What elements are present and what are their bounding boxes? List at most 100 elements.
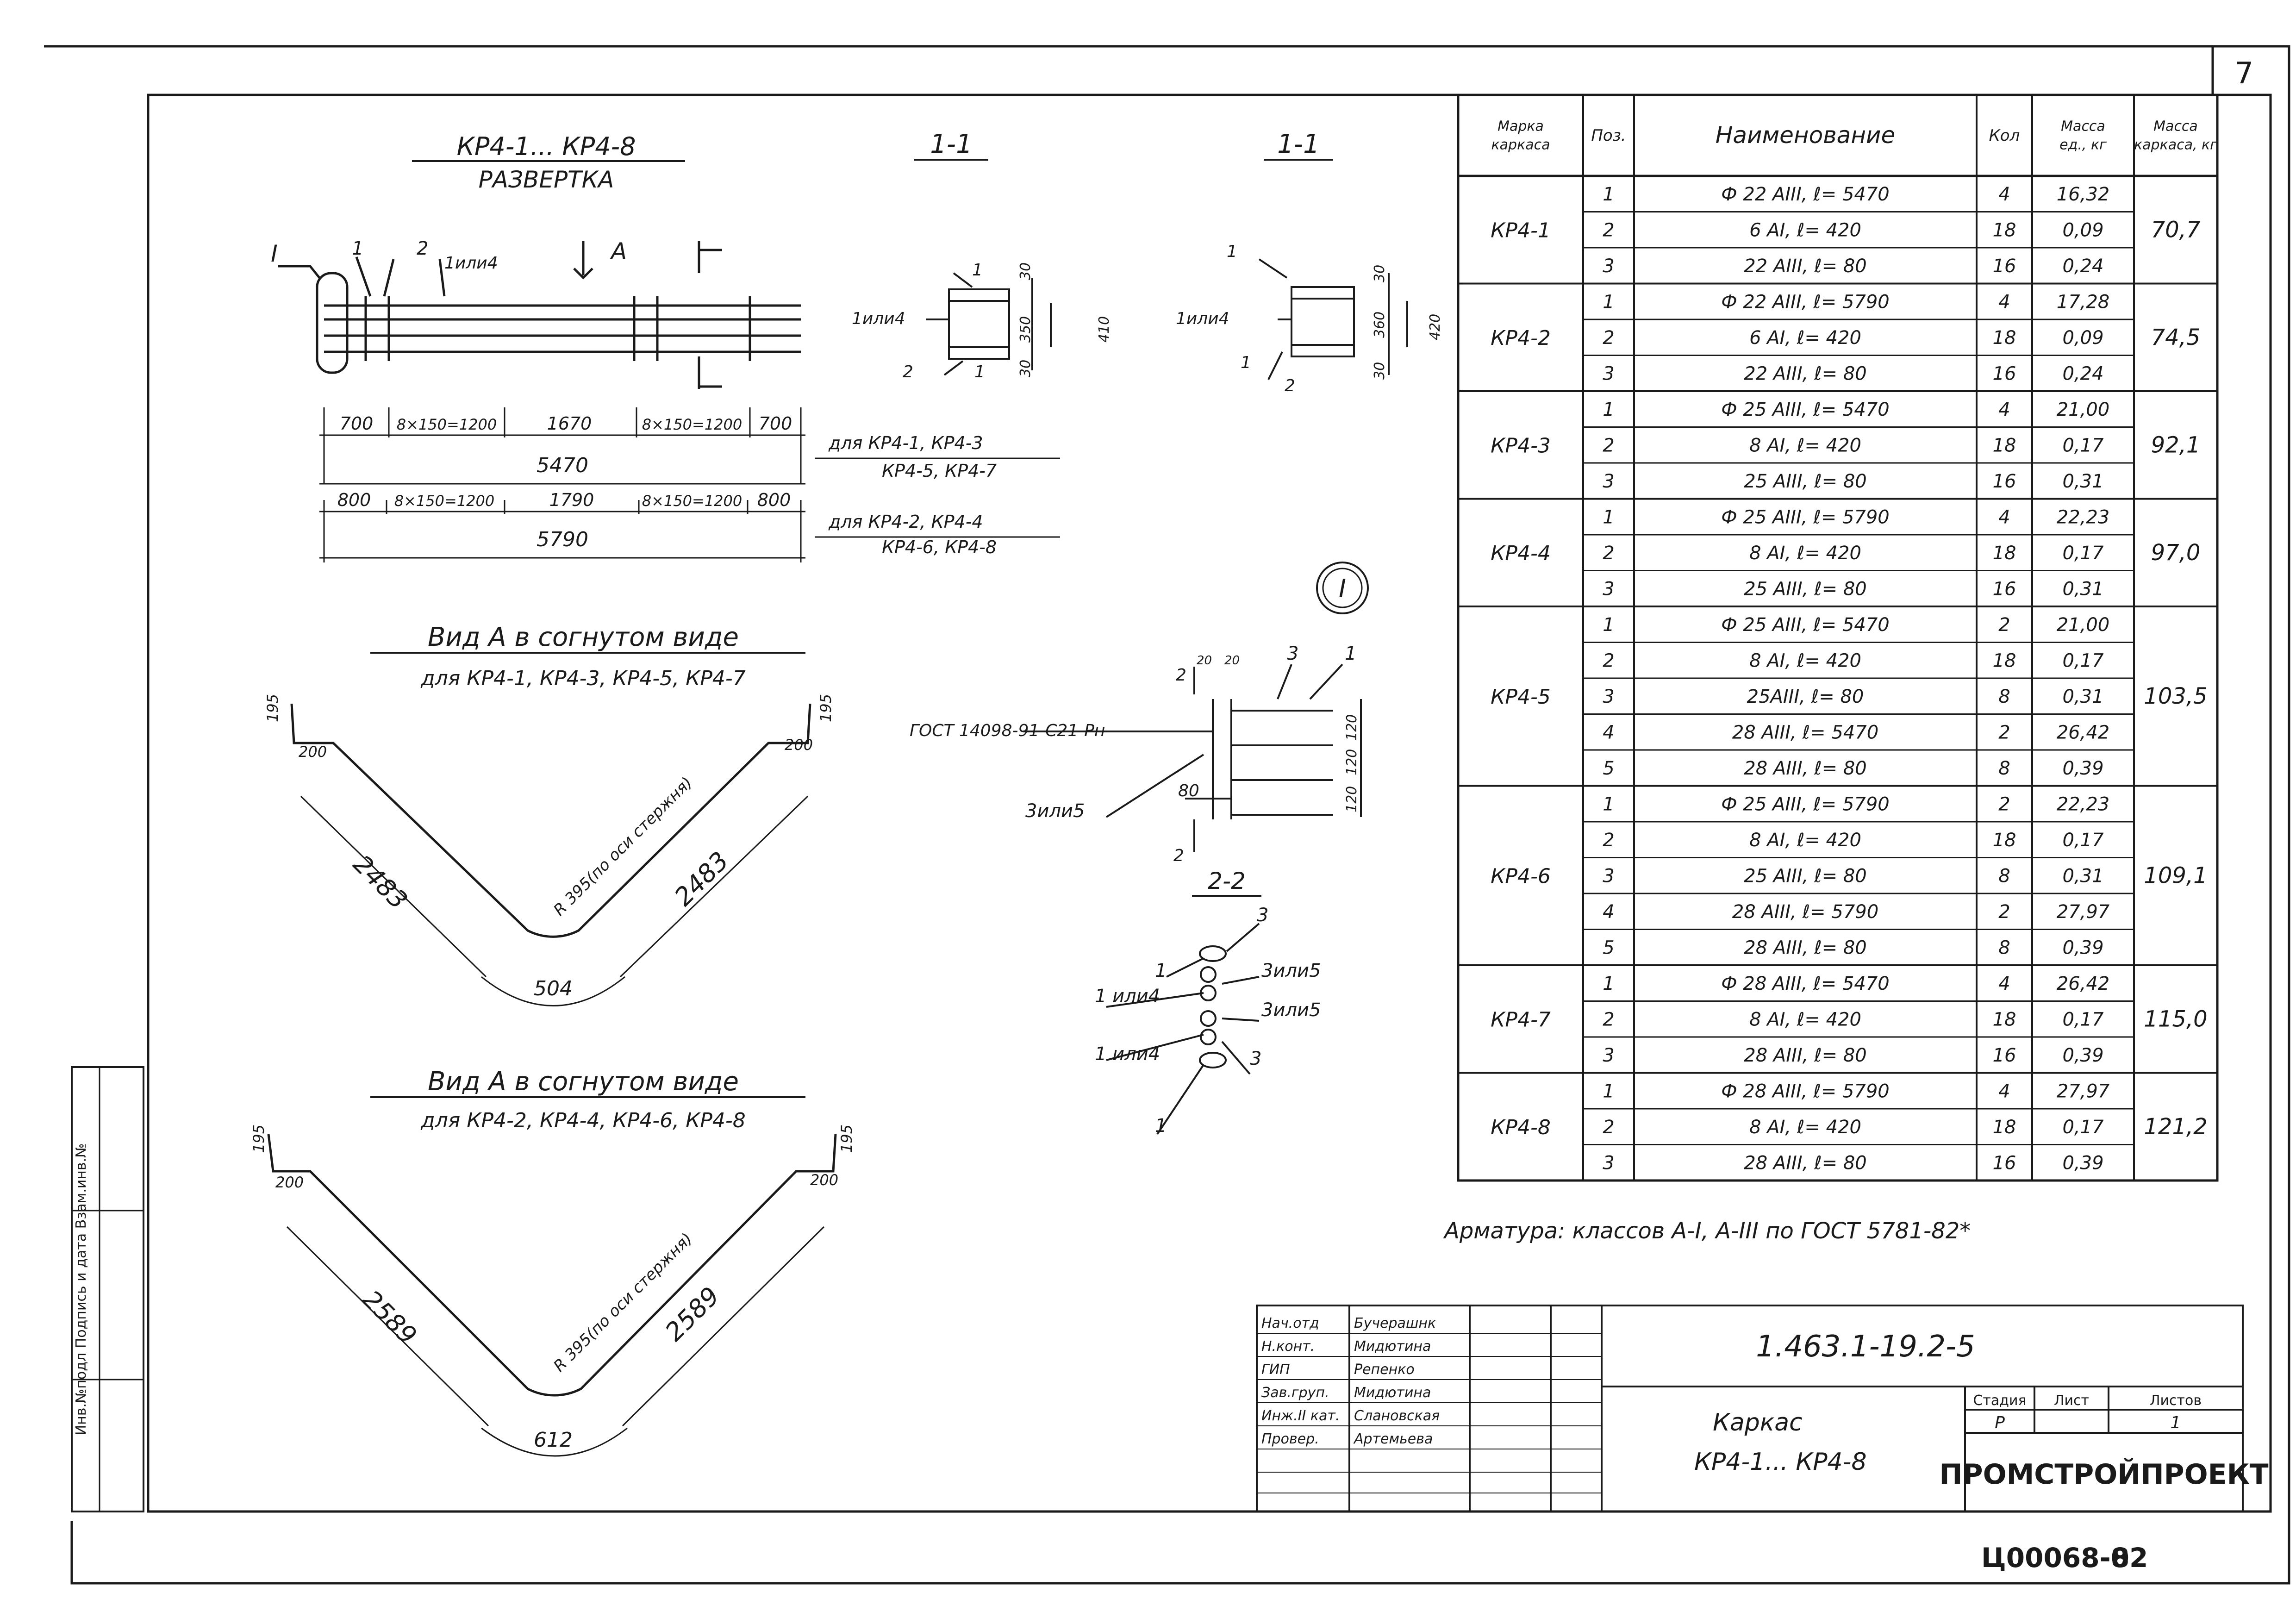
table-mark: КР4-2 bbox=[1491, 326, 1551, 350]
row1-total: 5470 bbox=[537, 454, 588, 477]
table-header-3: Кол bbox=[1989, 126, 2020, 145]
view-a-1-chord: 504 bbox=[534, 977, 573, 1000]
table-cell: 0,31 bbox=[2062, 471, 2103, 492]
row1-dim-4: 8×150=1200 bbox=[642, 416, 742, 433]
table-cell: 8 АI, ℓ= 420 bbox=[1749, 543, 1861, 564]
table-cell: 27,97 bbox=[2057, 901, 2110, 923]
section-1-1-b-title: 1-1 bbox=[1277, 129, 1319, 159]
row2-dim-2: 8×150=1200 bbox=[394, 492, 495, 510]
table-header-5: Масса bbox=[2153, 119, 2198, 135]
table-cell: Ф 28 АIII, ℓ= 5790 bbox=[1721, 1081, 1890, 1102]
table-cell: 0,17 bbox=[2062, 1117, 2104, 1138]
table-cell: Ф 22 АIII, ℓ= 5470 bbox=[1721, 184, 1890, 205]
drawing-name-1: Каркас bbox=[1713, 1409, 1803, 1437]
table-cell: 5 bbox=[1603, 937, 1614, 958]
view-a-1-title: Вид А в согнутом виде bbox=[428, 622, 739, 652]
view-a-2-200-left: 200 bbox=[275, 1174, 304, 1191]
row2-note-1: для КР4-2, КР4-4 bbox=[828, 512, 983, 532]
view-a-2-leg-left: 2589 bbox=[357, 1285, 423, 1350]
table-cell: 28 АIII, ℓ= 80 bbox=[1744, 758, 1866, 779]
view-a-1: Вид А в согнутом виде для КР4-1, КР4-3, … bbox=[264, 622, 835, 1006]
table-cell: 2 bbox=[1998, 614, 2010, 636]
table-cell: 0,39 bbox=[2062, 937, 2103, 958]
table-cell: 2 bbox=[1603, 830, 1614, 851]
table-cell: 4 bbox=[1998, 399, 2010, 420]
table-cell: 3 bbox=[1603, 363, 1614, 384]
table-cell: 0,17 bbox=[2062, 435, 2104, 456]
razvertka-label-I: I bbox=[271, 240, 278, 267]
table-cell: 0,31 bbox=[2062, 578, 2103, 600]
table-cell: 0,17 bbox=[2062, 543, 2104, 564]
s22-lbl-1: 3 bbox=[1257, 905, 1268, 926]
table-total-mass: 121,2 bbox=[2144, 1114, 2207, 1140]
table-header-0: каркаса bbox=[1491, 137, 1550, 153]
table-cell: 28 АIII, ℓ= 80 bbox=[1744, 1045, 1866, 1066]
detail-I-lbl-2b: 2 bbox=[1173, 846, 1184, 865]
table-mark: КР4-7 bbox=[1491, 1008, 1551, 1031]
col-stage: Стадия bbox=[1973, 1393, 2026, 1409]
table-cell: 25 АIII, ℓ= 80 bbox=[1744, 578, 1866, 600]
section-1-1-a-title: 1-1 bbox=[930, 129, 972, 159]
row1-dim-2: 8×150=1200 bbox=[397, 416, 497, 433]
razvertka-subtitle: РАЗВЕРТКА bbox=[479, 166, 614, 193]
table-cell: 1 bbox=[1603, 291, 1614, 312]
table-cell: 4 bbox=[1998, 184, 2010, 205]
table-cell: 18 bbox=[1993, 435, 2016, 456]
table-cell: 8 АI, ℓ= 420 bbox=[1749, 1009, 1861, 1030]
table-cell: 4 bbox=[1998, 291, 2010, 312]
stage-value: Р bbox=[1995, 1413, 2005, 1432]
table-cell: 28 АIII, ℓ= 80 bbox=[1744, 937, 1866, 958]
table-mark: КР4-1 bbox=[1491, 219, 1551, 242]
table-frame bbox=[1457, 94, 2219, 1182]
table-cell: 0,24 bbox=[2062, 363, 2103, 384]
table-cell: 1 bbox=[1603, 506, 1614, 528]
table-cell: Ф 25 АIII, ℓ= 5790 bbox=[1721, 506, 1890, 528]
table-cell: 16 bbox=[1993, 578, 2016, 600]
table-cell: 25 АIII, ℓ= 80 bbox=[1744, 471, 1866, 492]
table-cell: 2 bbox=[1603, 650, 1614, 671]
table-cell: 6 АI, ℓ= 420 bbox=[1749, 327, 1861, 349]
view-a-2-200-right: 200 bbox=[810, 1171, 838, 1189]
table-cell: 16 bbox=[1993, 1045, 2016, 1066]
view-a-1-leg-right: 2483 bbox=[669, 846, 735, 912]
view-a-1-200-left: 200 bbox=[299, 743, 327, 761]
row2-dim-4: 8×150=1200 bbox=[642, 492, 742, 510]
detail-I-lbl-3: 3 bbox=[1287, 643, 1298, 664]
table-cell: Ф 28 АIII, ℓ= 5470 bbox=[1721, 973, 1890, 994]
drawing-name-2: КР4-1... КР4-8 bbox=[1694, 1448, 1867, 1476]
row2-dim-3: 1790 bbox=[549, 490, 594, 510]
detail-I-dim-r3: 120 bbox=[1344, 786, 1360, 812]
table-cell: 16 bbox=[1993, 256, 2016, 277]
row1-note-2: КР4-5, КР4-7 bbox=[882, 461, 997, 481]
razvertka-label-A: A bbox=[610, 238, 627, 265]
detail-I-dim-r2: 120 bbox=[1344, 749, 1360, 775]
staff-role: Инж.II кат. bbox=[1261, 1408, 1340, 1424]
staff-name: Артемьева bbox=[1353, 1431, 1433, 1447]
table-cell: Ф 25 АIII, ℓ= 5790 bbox=[1721, 793, 1890, 815]
table-cell: 3 bbox=[1603, 256, 1614, 277]
table-cell: 0,24 bbox=[2062, 256, 2103, 277]
row1-dim-3: 1670 bbox=[547, 413, 592, 434]
table-cell: 2 bbox=[1998, 901, 2010, 923]
table-total-mass: 115,0 bbox=[2144, 1006, 2207, 1032]
s11b-dim-total: 420 bbox=[1427, 314, 1443, 340]
view-a-1-subtitle: для КР4-1, КР4-3, КР4-5, КР4-7 bbox=[420, 667, 745, 690]
table-cell: 28 АIII, ℓ= 80 bbox=[1744, 1152, 1866, 1174]
table-cell: 2 bbox=[1998, 793, 2010, 815]
table-cell: 8 АI, ℓ= 420 bbox=[1749, 1117, 1861, 1138]
table-cell: 3 bbox=[1603, 578, 1614, 600]
drawing-designation: 1.463.1-19.2-5 bbox=[1756, 1330, 1975, 1364]
table-cell: 4 bbox=[1603, 901, 1614, 923]
sheet-number: 7 bbox=[2235, 56, 2254, 91]
table-cell: 26,42 bbox=[2057, 973, 2110, 994]
view-a-1-leg-left: 2483 bbox=[348, 849, 413, 915]
s22-lbl-6: 1 или4 bbox=[1095, 1043, 1160, 1065]
table-cell: 0,17 bbox=[2062, 1009, 2104, 1030]
s11a-lbl-2: 2 bbox=[903, 362, 913, 381]
table-cell: 0,31 bbox=[2062, 865, 2103, 887]
detail-I-lbl-3or5: 3или5 bbox=[1025, 800, 1085, 822]
staff-name: Слановская bbox=[1354, 1408, 1440, 1424]
table-cell: 18 bbox=[1993, 1009, 2016, 1030]
table-cell: 3 bbox=[1603, 1045, 1614, 1066]
